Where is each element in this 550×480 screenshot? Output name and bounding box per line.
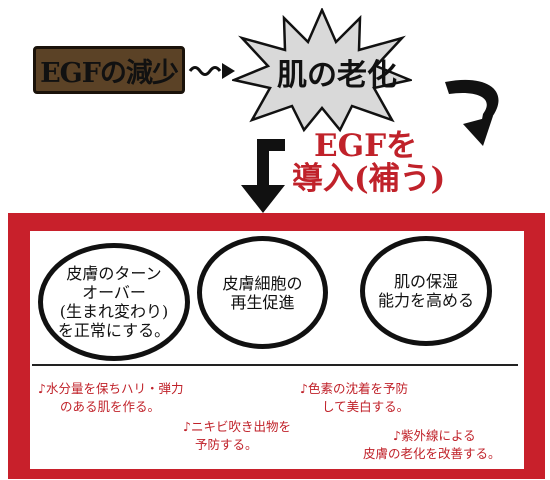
note-elasticity: ♪水分量を保ちハリ・弾力 のある肌を作る。 <box>38 381 184 414</box>
egf-decrease-label: EGFの減少 <box>40 57 179 89</box>
starburst-icon <box>232 8 412 133</box>
egf-decrease-box: EGFの減少 <box>33 46 185 94</box>
effect-moisture-bubble: 肌の保湿 能力を高める <box>360 236 492 346</box>
note-uv-aging: ♪紫外線による 皮膚の老化を改善する。 <box>363 428 501 461</box>
effect-regeneration-bubble: 皮膚細胞の 再生促進 <box>197 236 328 349</box>
effect-turnover-bubble: 皮膚のターン オーバー (生まれ変わり) を正常にする。 <box>38 243 190 361</box>
wavy-arrow-icon <box>188 63 235 79</box>
curved-arrow-icon <box>445 79 499 146</box>
skin-aging-label: 肌の老化 <box>277 58 397 93</box>
note-acne: ♪ニキビ吹き出物を 予防する。 <box>183 419 291 452</box>
note-whitening: ♪色素の沈着を予防 して美白する。 <box>300 381 410 414</box>
egf-introduce-text: EGFを 導入(補う) <box>292 128 446 197</box>
divider-line <box>32 364 518 366</box>
down-arrow-icon <box>241 139 285 213</box>
